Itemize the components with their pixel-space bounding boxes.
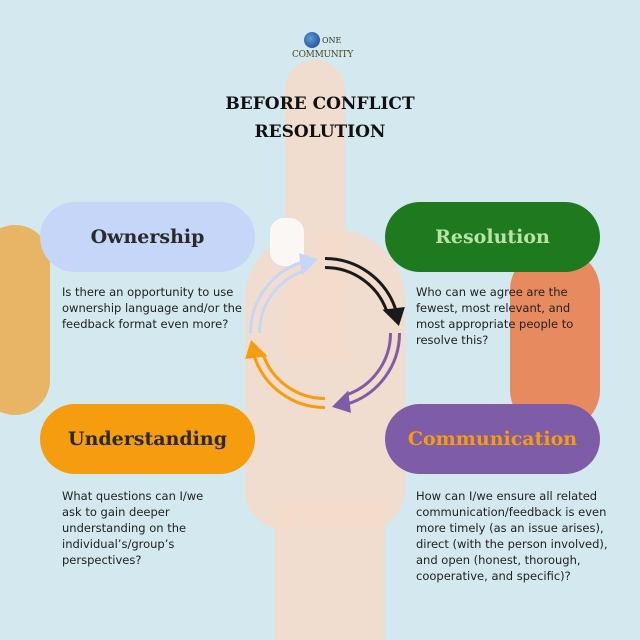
ownership-label: Ownership (90, 226, 205, 248)
arrowhead-icon (245, 339, 268, 359)
resolution-cycle-arrow (324, 257, 405, 327)
page-title: BEFORE CONFLICT RESOLUTION (170, 90, 470, 146)
ownership-cycle-arrow (249, 253, 319, 334)
communication-label: Communication (407, 428, 578, 450)
arrowhead-icon (382, 307, 405, 327)
ownership-description: Is there an opportunity to use ownership… (62, 285, 242, 331)
resolution-description: Who can we agree are the fewest, most re… (416, 285, 574, 347)
one-community-logo: ONE COMMUNITY (290, 30, 370, 70)
arrowhead-icon (331, 390, 351, 413)
understanding-description: What questions can I/we ask to gain deep… (62, 489, 204, 567)
communication-cycle-arrow (331, 332, 401, 413)
communication-pill: Communication (385, 404, 600, 474)
understanding-label: Understanding (68, 428, 227, 450)
hand-image-wrist (275, 500, 385, 640)
resolution-label: Resolution (435, 226, 550, 248)
logo-text-community: COMMUNITY (292, 50, 353, 60)
understanding-pill: Understanding (40, 404, 255, 474)
wooden-figure-right (510, 250, 600, 430)
fingernail (270, 218, 304, 266)
communication-description: How can I/we ensure all related communic… (416, 489, 608, 583)
title-line-2: RESOLUTION (254, 122, 386, 142)
title-line-1: BEFORE CONFLICT (225, 94, 415, 114)
ownership-pill: Ownership (40, 202, 255, 272)
arrowhead-icon (299, 253, 319, 276)
wooden-figure-left (0, 225, 50, 415)
logo-text-one: ONE (322, 36, 342, 45)
globe-icon (304, 32, 320, 48)
understanding-cycle-arrow (245, 339, 326, 409)
resolution-pill: Resolution (385, 202, 600, 272)
